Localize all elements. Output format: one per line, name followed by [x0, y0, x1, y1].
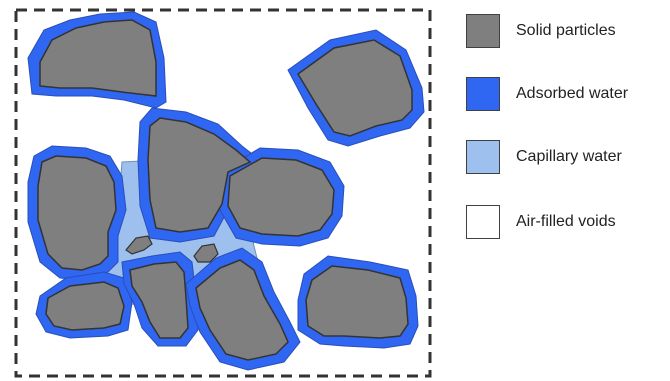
legend: Solid particles Adsorbed water Capillary… — [466, 0, 670, 381]
legend-label-capillary-water: Capillary water — [516, 148, 622, 166]
solid-particles-swatch — [466, 14, 500, 48]
legend-label-adsorbed-water: Adsorbed water — [516, 85, 628, 103]
legend-item-solid-particles: Solid particles — [466, 14, 616, 48]
solid-particle-9 — [306, 266, 408, 338]
solid-particles — [38, 20, 412, 360]
legend-item-adsorbed-water: Adsorbed water — [466, 77, 628, 111]
solid-particle-5 — [228, 158, 334, 236]
legend-label-air-filled-voids: Air-filled voids — [516, 213, 616, 231]
adsorbed-water-swatch — [466, 77, 500, 111]
soil-phase-diagram — [0, 0, 466, 381]
capillary-water-swatch — [466, 140, 500, 174]
legend-label-solid-particles: Solid particles — [516, 22, 616, 40]
legend-item-capillary-water: Capillary water — [466, 140, 622, 174]
solid-particle-4 — [38, 156, 116, 270]
legend-item-air-filled-voids: Air-filled voids — [466, 205, 616, 239]
air-filled-voids-swatch — [466, 205, 500, 239]
